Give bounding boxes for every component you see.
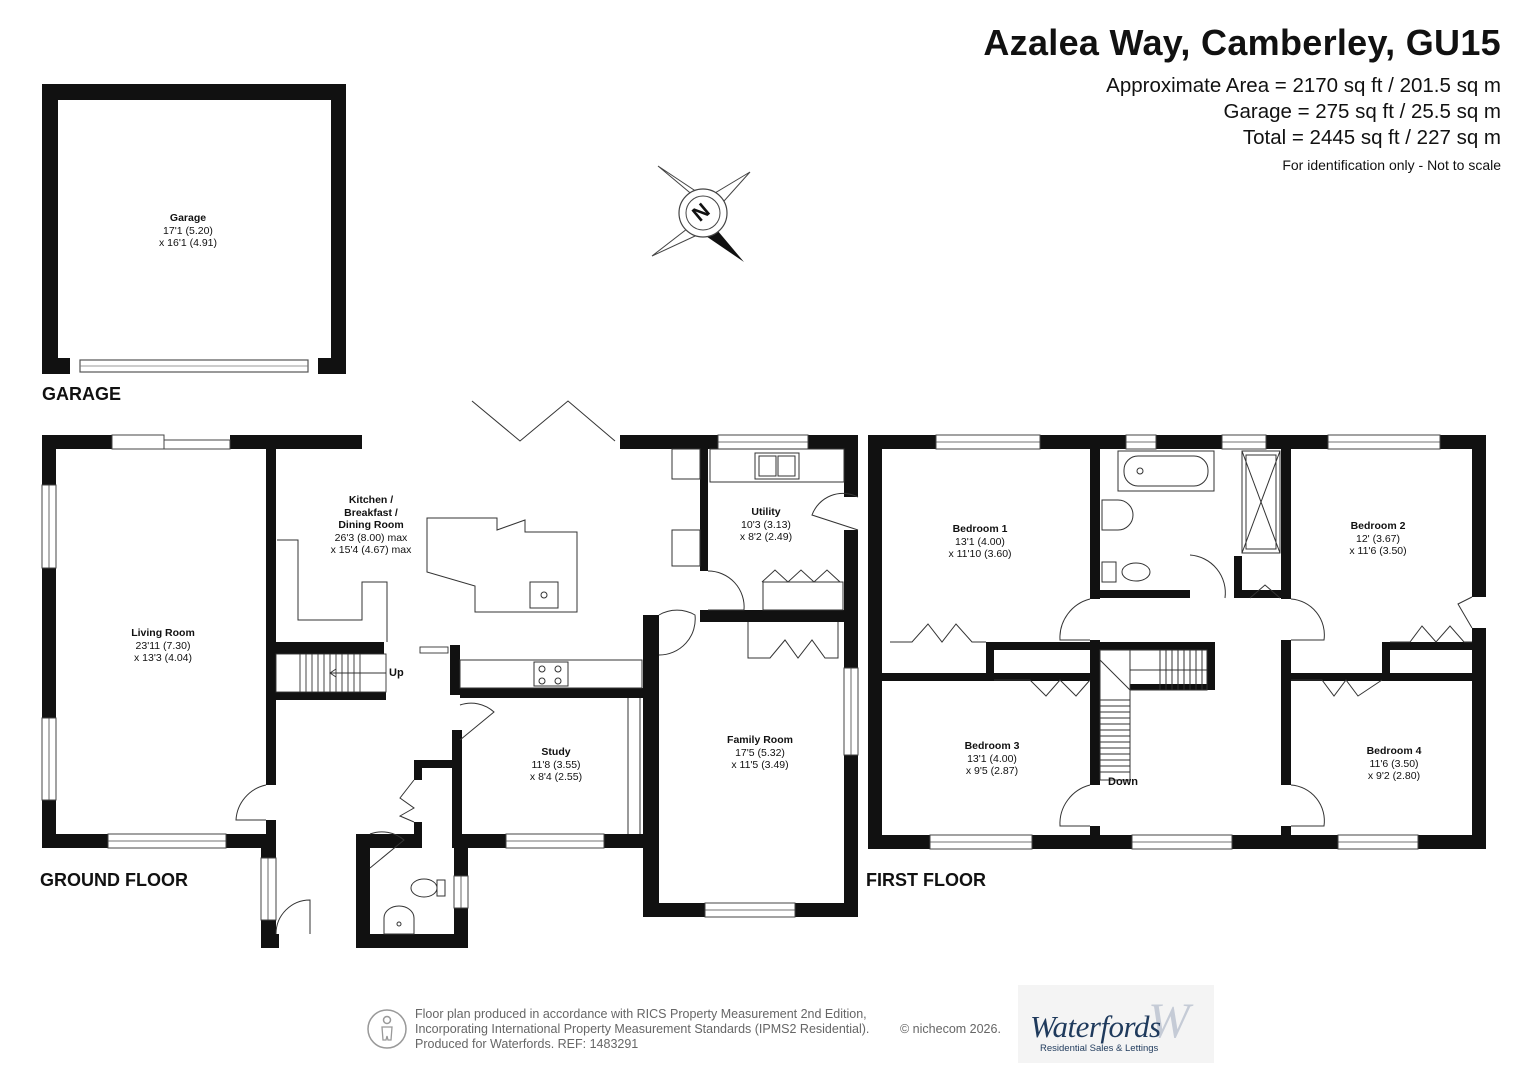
- first-floor-walls: [868, 435, 1486, 849]
- ground-doors: [235, 492, 859, 935]
- section-label-first-floor: FIRST FLOOR: [866, 870, 986, 890]
- footer-copyright: © nichecom 2026.: [900, 1022, 1001, 1036]
- first-doors: [890, 554, 1473, 827]
- logo-tagline: Residential Sales & Lettings: [1040, 1043, 1159, 1054]
- bifold-doors: [471, 400, 616, 442]
- logo-name: Waterfords: [1030, 1009, 1161, 1044]
- ground-floor-walls: [42, 435, 858, 948]
- stairs-down-label: Down: [1108, 776, 1138, 788]
- stairs-up-label: Up: [389, 667, 404, 679]
- compass-rose: [651, 165, 751, 262]
- cloakroom-fittings: [383, 878, 446, 935]
- ground-staircase: [275, 646, 449, 693]
- bathroom-fittings: [1099, 450, 1281, 781]
- garage-area: Garage = 275 sq ft / 25.5 sq m: [1223, 100, 1501, 123]
- logo-monogram: W: [1148, 992, 1190, 1048]
- scale-note: For identification only - Not to scale: [1282, 157, 1501, 173]
- section-label-garage: GARAGE: [42, 384, 122, 404]
- approximate-area: Approximate Area = 2170 sq ft / 201.5 sq…: [1106, 74, 1501, 97]
- garage-plan: [42, 84, 346, 374]
- person-icon: [367, 1009, 407, 1049]
- footer-legal: Floor plan produced in accordance with R…: [415, 1007, 870, 1051]
- total-area: Total = 2445 sq ft / 227 sq m: [1242, 126, 1501, 149]
- waterfords-logo: W Waterfords Residential Sales & Letting…: [1018, 985, 1214, 1063]
- property-title: Azalea Way, Camberley, GU15: [983, 22, 1501, 63]
- kitchen-units: [277, 448, 845, 834]
- section-label-ground-floor: GROUND FLOOR: [40, 870, 188, 890]
